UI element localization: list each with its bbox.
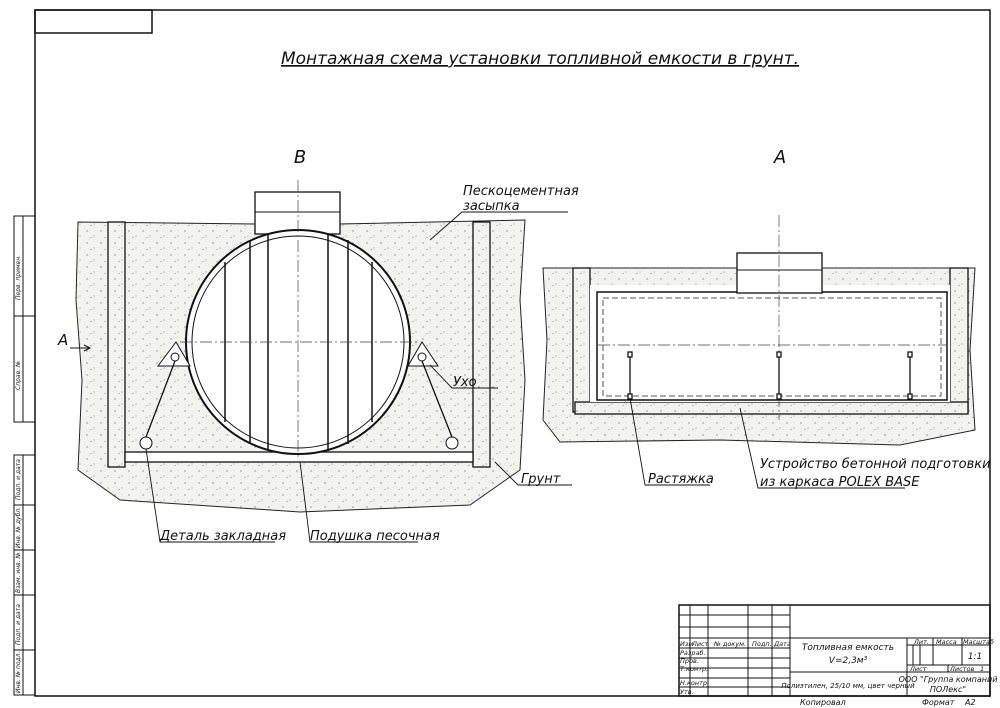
strap-left (145, 360, 176, 438)
stamp-label: Перв. примен. (15, 255, 22, 300)
tb-role: Т.контр. (680, 665, 708, 673)
tb-role: Пров. (680, 657, 699, 665)
tb-copied: Копировал (800, 698, 846, 707)
title-block (678, 604, 991, 697)
tb-header: Дата (773, 640, 791, 648)
tb-role: Утв. (680, 688, 694, 696)
tb-header: Лист (691, 640, 709, 648)
stretch-straps (627, 351, 913, 400)
label-lug: Ухо (453, 375, 477, 390)
tank-neck (254, 191, 341, 235)
tb-sheets-count: 1 (980, 665, 984, 673)
stamp-label: Взам. инв. № (15, 552, 22, 593)
leader-lines (145, 211, 905, 543)
tb-volume: V=2,3м³ (829, 656, 868, 666)
right-wall (472, 221, 491, 468)
side-stamp (13, 215, 36, 696)
left-wall (107, 221, 126, 468)
tb-name: Топливная емкость (802, 643, 894, 653)
corner-box (34, 9, 153, 34)
view-b: B A (57, 147, 526, 513)
label-concrete: Устройство бетонной подготовки (760, 457, 991, 472)
tank-neck-a (736, 252, 823, 294)
anchor-left (139, 436, 153, 450)
tb-lit: Лит. (913, 638, 929, 646)
section-arrow (70, 344, 92, 352)
drawing-title: Монтажная схема установки топливной емко… (281, 49, 799, 69)
tb-role: Разраб. (680, 649, 706, 657)
tb-sheets: Листов (949, 665, 974, 673)
tb-header: № докум. (713, 640, 746, 648)
strap-right (421, 360, 453, 438)
tb-company-2: ПОЛекс" (930, 685, 966, 694)
tb-scale-label: Масштаб (963, 638, 994, 646)
view-a-label: A (773, 147, 786, 168)
tb-role: Н.контр. (680, 679, 709, 687)
tb-sheet: Лист (909, 665, 927, 673)
tank-side-view (596, 291, 948, 401)
tb-scale: 1:1 (968, 652, 982, 662)
stamp-label: Подп. и дата (15, 459, 22, 500)
tb-material: Полиэтилен, 25/10 мм, цвет черный (781, 682, 915, 690)
view-b-label: B (294, 147, 306, 168)
label-backfill: Пескоцементная (463, 184, 579, 199)
tb-format-label: Формат (922, 698, 955, 707)
view-a: A (542, 147, 976, 446)
label-embedded-part: Деталь закладная (159, 529, 286, 544)
tb-mass: Масса (936, 638, 957, 646)
tb-company: ООО "Группа компаний (899, 675, 998, 684)
tb-header: Подп. (752, 640, 772, 648)
label-concrete-2: из каркаса POLEX BASE (760, 475, 920, 490)
stamp-label: Справ. № (15, 361, 22, 390)
section-arrow-label: A (57, 331, 68, 349)
label-backfill-2: засыпка (463, 199, 520, 214)
label-stretch: Растяжка (648, 472, 714, 487)
stamp-label: Инв. № подл. (15, 652, 22, 693)
stamp-label: Инв. № дубл. (15, 507, 22, 548)
tb-header: Изм (680, 640, 693, 648)
label-soil: Грунт (521, 472, 561, 487)
tb-format: A2 (964, 698, 976, 707)
stamp-label: Подп. и дата (15, 604, 22, 645)
label-sand-cushion: Подушка песочная (310, 529, 440, 544)
concrete-base (574, 401, 969, 415)
anchor-right (445, 436, 459, 450)
